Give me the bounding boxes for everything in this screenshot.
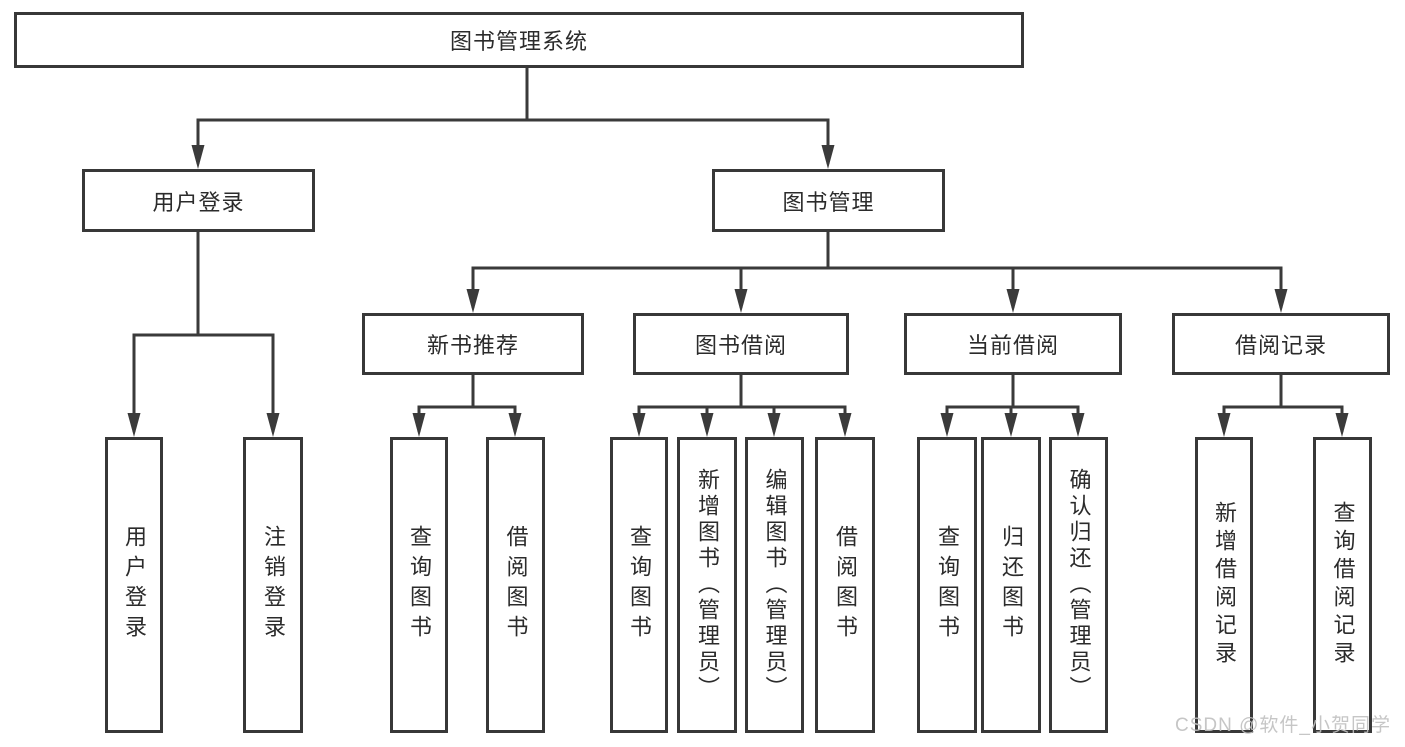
leaf-return-books: 归还图书 xyxy=(981,437,1041,733)
leaf-query-books-borrowing: 查询图书 xyxy=(610,437,668,733)
connector-user-login-children xyxy=(127,232,280,437)
connector-book-borrowing-children xyxy=(632,375,852,437)
connector-borrowing-records-children xyxy=(1217,375,1349,437)
node-borrowing-records: 借阅记录 xyxy=(1172,313,1390,375)
leaf-query-books-recommend: 查询图书 xyxy=(390,437,448,733)
connector-new-book-recommend-children xyxy=(412,375,522,437)
node-new-book-recommend: 新书推荐 xyxy=(362,313,584,375)
leaf-borrow-books-recommend: 借阅图书 xyxy=(486,437,545,733)
leaf-logout: 注销登录 xyxy=(243,437,303,733)
node-library-management-system: 图书管理系统 xyxy=(14,12,1024,68)
connector-current-borrowing-children xyxy=(940,375,1085,437)
leaf-add-borrow-record: 新增借阅记录 xyxy=(1195,437,1253,733)
node-current-borrowing: 当前借阅 xyxy=(904,313,1122,375)
leaf-query-borrow-record: 查询借阅记录 xyxy=(1313,437,1372,733)
leaf-add-book-admin: 新增图书（管理员） xyxy=(677,437,737,733)
leaf-borrow-books-borrowing: 借阅图书 xyxy=(815,437,875,733)
leaf-user-login: 用户登录 xyxy=(105,437,163,733)
connector-root-to-level2 xyxy=(191,68,835,169)
leaf-query-books-current: 查询图书 xyxy=(917,437,977,733)
csdn-watermark: CSDN @软件_小贺同学 xyxy=(1175,715,1391,736)
node-book-management: 图书管理 xyxy=(712,169,945,232)
leaf-confirm-return-admin: 确认归还（管理员） xyxy=(1049,437,1108,733)
leaf-edit-book-admin: 编辑图书（管理员） xyxy=(745,437,804,733)
node-user-login: 用户登录 xyxy=(82,169,315,232)
node-book-borrowing: 图书借阅 xyxy=(633,313,849,375)
connector-book-management-children xyxy=(466,232,1288,313)
